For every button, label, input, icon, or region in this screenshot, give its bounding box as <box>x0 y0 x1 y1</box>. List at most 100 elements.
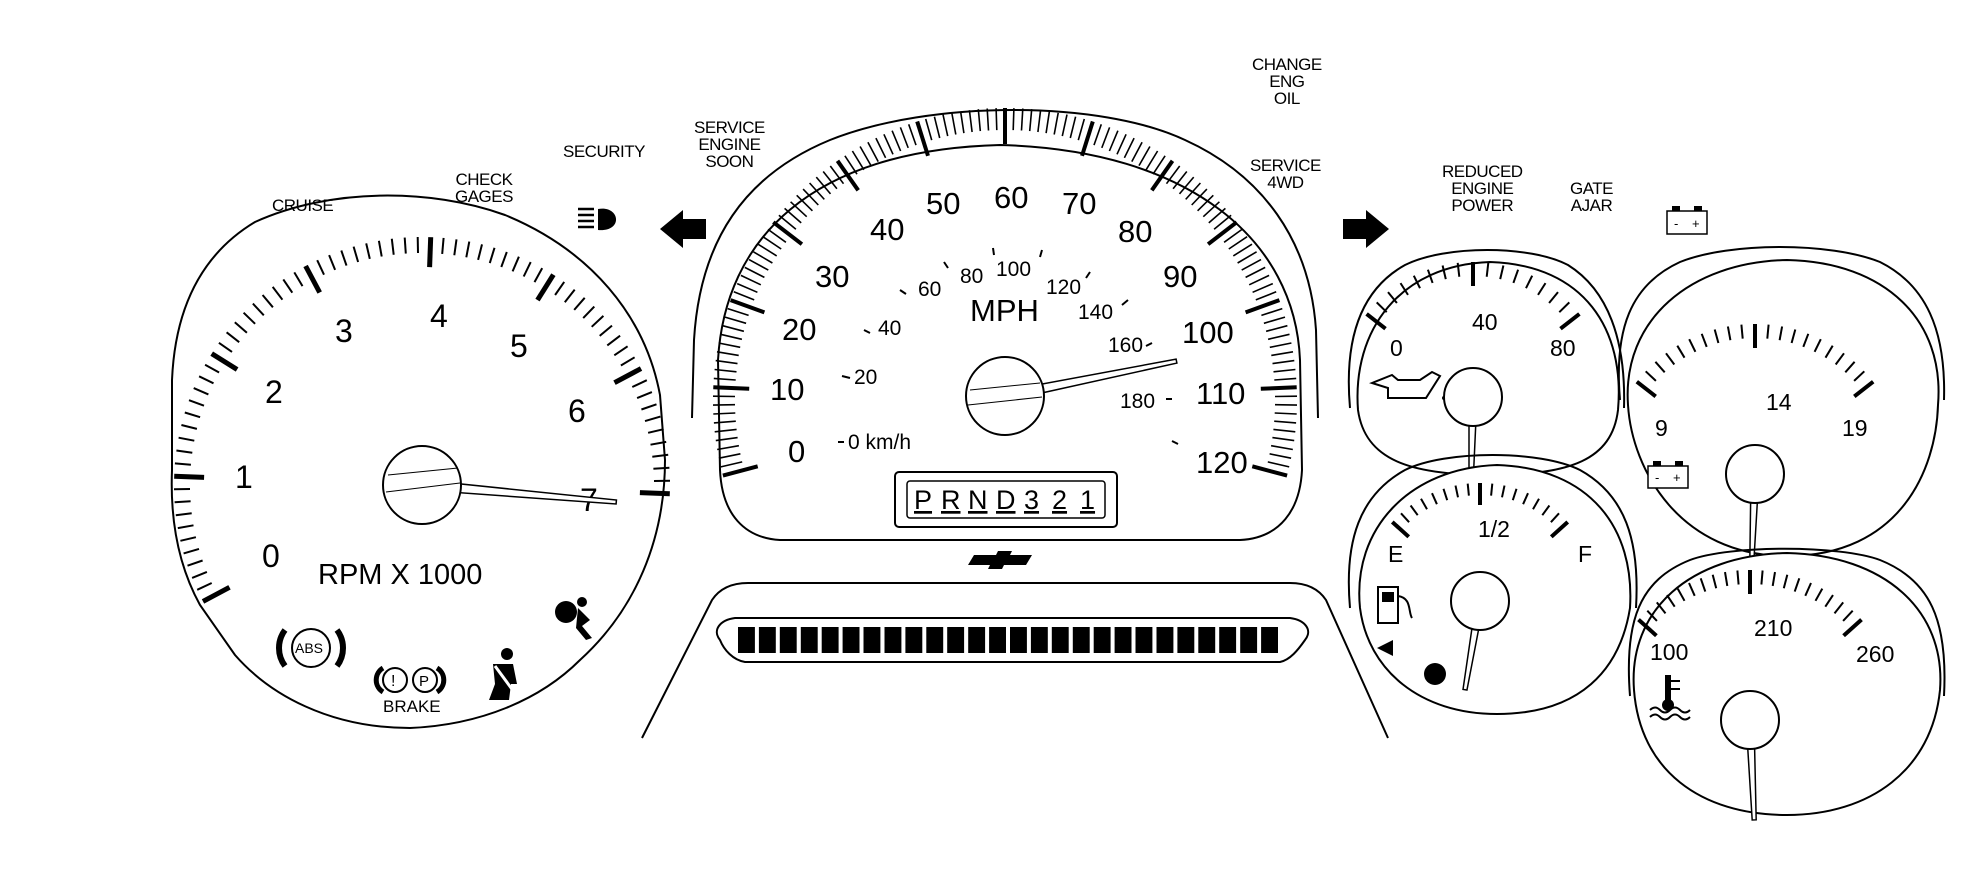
service-engine-soon-indicator: SERVICE ENGINE SOON <box>694 119 765 170</box>
minor-tick <box>1101 127 1111 149</box>
minor-tick <box>606 334 621 347</box>
minor-tick <box>1726 326 1732 341</box>
odometer-segments <box>738 627 1278 653</box>
minor-tick <box>1145 150 1159 171</box>
minor-tick <box>720 461 743 468</box>
mph-label-60: 60 <box>994 180 1028 215</box>
ses-line-1: SERVICE <box>694 118 765 137</box>
odometer-segment <box>821 627 839 653</box>
minor-tick <box>647 428 664 434</box>
minor-tick <box>822 171 838 190</box>
voltmeter-gauge: 9 14 19 - + <box>1617 246 1946 563</box>
minor-tick <box>1178 176 1195 195</box>
minor-tick <box>1842 610 1854 622</box>
minor-tick <box>1699 577 1707 592</box>
minor-tick <box>511 256 520 272</box>
battery-warning-icon: - + <box>1666 206 1708 235</box>
minor-tick <box>1813 338 1822 353</box>
minor-tick <box>261 294 274 308</box>
minor-tick <box>1688 338 1697 353</box>
minor-tick <box>441 237 445 254</box>
odometer-segment <box>1051 627 1069 653</box>
fuel-label-empty: E <box>1388 541 1403 567</box>
minor-tick <box>767 228 787 243</box>
minor-tick <box>733 291 755 301</box>
major-tick <box>729 298 766 315</box>
minor-tick <box>1197 194 1214 212</box>
mph-label-30: 30 <box>815 259 849 294</box>
minor-tick <box>1213 214 1232 230</box>
minor-tick <box>644 415 661 423</box>
minor-tick <box>488 247 496 264</box>
kmh-label-180: 180 <box>1120 390 1155 413</box>
minor-tick <box>1069 116 1077 139</box>
minor-tick <box>390 238 395 255</box>
minor-tick <box>652 453 669 458</box>
rep-line-2: ENGINE <box>1451 179 1514 198</box>
spd-hub-stripe <box>967 396 1043 406</box>
minor-tick <box>1232 243 1253 257</box>
mph-label-0: 0 <box>788 434 805 469</box>
minor-tick <box>234 321 248 334</box>
minor-tick <box>175 512 192 517</box>
change-eng-oil-indicator: CHANGE ENG OIL <box>1252 56 1322 107</box>
major-tick <box>201 585 231 604</box>
odometer-segment <box>968 627 986 653</box>
battery-minus-symbol: - <box>1674 216 1678 231</box>
tach-label-4: 4 <box>430 298 448 334</box>
reduced-engine-power-indicator: REDUCED ENGINE POWER <box>1442 163 1523 214</box>
minor-tick <box>713 412 736 415</box>
service-4wd-line-1: SERVICE <box>1250 156 1321 175</box>
major-tick <box>713 385 750 391</box>
kmh-label-20: 20 <box>854 366 877 389</box>
minor-tick <box>727 307 749 317</box>
major-tick <box>1549 520 1570 539</box>
check-gages-line-1: CHECK <box>455 170 513 189</box>
minor-tick <box>867 141 879 162</box>
gate-ajar-line-1: GATE <box>1570 179 1614 198</box>
minor-tick <box>1558 301 1570 313</box>
minor-tick <box>582 305 596 319</box>
minor-tick <box>204 363 220 374</box>
gear-1: 1 <box>1080 485 1095 515</box>
fuel-gauge-hub <box>1450 571 1510 631</box>
minor-tick <box>1131 141 1143 162</box>
service-4wd-indicator: SERVICE 4WD <box>1250 157 1321 191</box>
abs-telltale: ABS <box>276 628 346 668</box>
airbag-icon <box>555 597 592 640</box>
minor-tick <box>271 286 284 301</box>
major-tick <box>1251 464 1288 478</box>
major-tick <box>1150 159 1175 192</box>
oil-gauge-hub <box>1443 367 1503 427</box>
minor-tick <box>328 254 337 271</box>
rep-line-3: POWER <box>1451 196 1514 215</box>
major-tick <box>1559 312 1581 331</box>
minor-tick <box>1271 351 1294 357</box>
mph-label-10: 10 <box>770 372 804 407</box>
oil-gauge-ticks <box>1365 262 1581 331</box>
minor-tick <box>752 251 773 264</box>
tach-label-1: 1 <box>235 459 253 495</box>
volt-battery-plus-symbol: + <box>1673 470 1681 485</box>
minor-tick <box>1191 188 1208 206</box>
volt-battery-minus-symbol: - <box>1655 470 1659 485</box>
minor-tick <box>942 114 949 137</box>
odometer-segment <box>1010 627 1027 653</box>
minor-tick <box>1525 275 1534 289</box>
fuel-door-side-arrow-icon <box>1377 640 1393 656</box>
mph-label-70: 70 <box>1062 186 1096 221</box>
minor-tick <box>1223 228 1243 243</box>
minor-tick <box>1269 453 1292 459</box>
minor-tick <box>365 243 371 260</box>
minor-tick <box>815 176 832 195</box>
minor-tick <box>802 188 819 206</box>
brake-park-symbol: P <box>419 673 429 690</box>
volt-label-14: 14 <box>1766 389 1792 415</box>
major-tick <box>639 490 670 497</box>
tachometer-hub <box>382 445 462 525</box>
minor-tick <box>714 368 737 373</box>
minor-tick <box>183 547 200 555</box>
minor-tick <box>196 582 213 591</box>
minor-tick <box>1093 124 1103 146</box>
minor-tick <box>599 324 613 337</box>
